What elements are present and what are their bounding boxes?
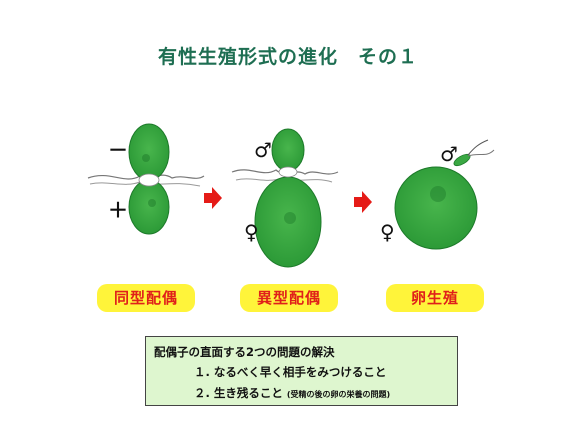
problem-item-2-text: ２. 生き残ること [194, 386, 283, 400]
male-gamete [271, 128, 305, 172]
gamete-minus [128, 123, 170, 181]
male-symbol: ♂ [440, 142, 458, 166]
isogamy-illustration [87, 123, 205, 235]
problems-heading: 配偶子の直面する2つの問題の解決 [154, 345, 335, 359]
gamete-plus [128, 179, 170, 235]
problem-item-2-note: (受精の後の卵の栄養の問題) [286, 390, 391, 399]
arrow-right-icon [354, 191, 372, 213]
problem-item-1: １. なるべく早く相手をみつけること [194, 365, 387, 379]
arrow-right-icon [204, 187, 222, 209]
plus-symbol: ＋ [108, 198, 128, 222]
minus-symbol: － [108, 138, 128, 162]
label-oogamy: 卵生殖 [386, 284, 484, 312]
anisogamy-illustration [231, 128, 339, 268]
problem-item-2: ２. 生き残ること(受精の後の卵の栄養の問題) [194, 385, 390, 401]
label-isogamy: 同型配偶 [97, 284, 195, 312]
label-anisogamy: 異型配偶 [240, 284, 338, 312]
female-symbol: ♀ [380, 220, 395, 244]
problems-box: 配偶子の直面する2つの問題の解決 １. なるべく早く相手をみつけること ２. 生… [145, 336, 458, 406]
oogamy-illustration [394, 139, 495, 250]
male-symbol: ♂ [254, 138, 272, 162]
egg-cell [394, 166, 478, 250]
page-title: 有性生殖形式の進化 その１ [157, 46, 418, 68]
female-symbol: ♀ [244, 220, 259, 244]
